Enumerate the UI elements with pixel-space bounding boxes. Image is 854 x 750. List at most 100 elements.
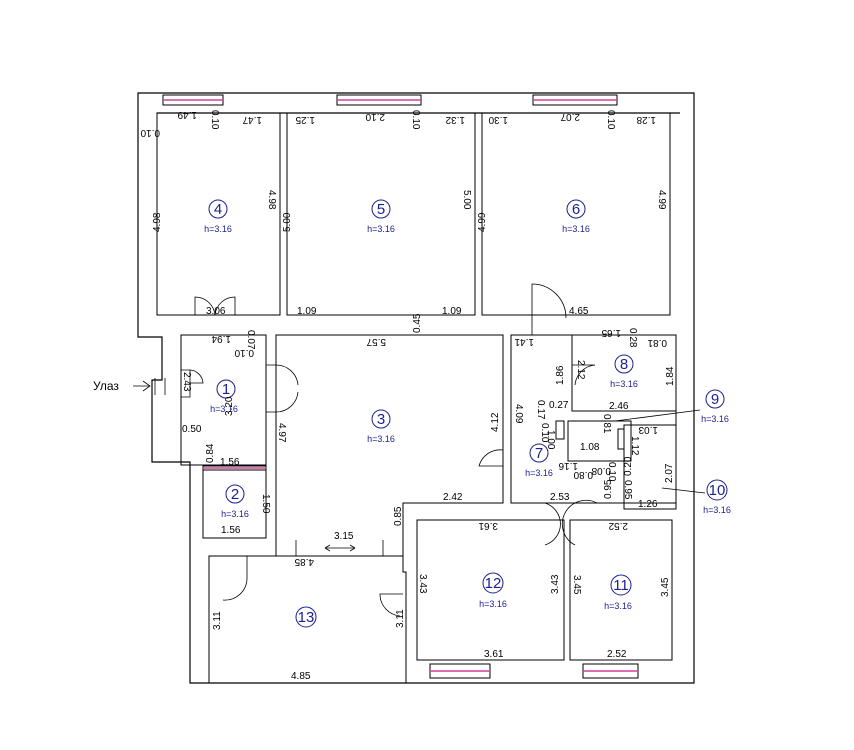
dim: 0.81 [601, 414, 612, 434]
svg-text:2: 2 [231, 486, 239, 503]
svg-text:12: 12 [485, 575, 502, 592]
svg-text:h=3.16: h=3.16 [204, 224, 232, 234]
room-11-label: 11 h=3.16 [604, 574, 632, 611]
dim: 3.11 [395, 609, 406, 628]
dim: 4.99 [477, 212, 488, 232]
room-7-label: 7h=3.16 [525, 443, 553, 478]
svg-text:h=3.16: h=3.16 [562, 224, 590, 234]
door-entrance [181, 369, 191, 398]
dim: 0.17 [535, 400, 546, 420]
dim: 0.28 [627, 328, 638, 348]
dim: 0.84 [205, 443, 216, 463]
door-hall [478, 449, 504, 467]
svg-text:9: 9 [711, 391, 719, 408]
room-4-label: 4h=3.16 [204, 199, 232, 234]
dim: 3.43 [417, 574, 428, 594]
dim: 1.03 [638, 424, 658, 435]
svg-text:1: 1 [222, 381, 230, 398]
dim: 3.11 [212, 611, 223, 630]
room-12-label: 12 h=3.16 [479, 572, 507, 609]
dim: 4.99 [656, 190, 667, 210]
dim: 2.12 [575, 360, 586, 380]
room-13-label: 13 [295, 606, 317, 628]
room-10-label: 10h=3.16 [703, 479, 731, 515]
dim: 3.45 [571, 575, 582, 595]
dim: 2.07 [664, 463, 675, 483]
dim: 0.10 [209, 110, 220, 130]
dim: 0.08 [591, 465, 611, 476]
dim: 0.50 [182, 424, 202, 435]
dim: 0.27 [549, 400, 569, 411]
room-6-label: 6 h=3.16 [562, 199, 590, 234]
dim: 1.94 [211, 333, 231, 344]
svg-text:8: 8 [620, 356, 628, 373]
dim: 0.85 [393, 506, 404, 526]
entrance-marker: Улаз [93, 378, 166, 395]
dim: 5.57 [366, 336, 386, 347]
dim: 4.85 [294, 556, 314, 567]
door-room-8 [572, 364, 596, 386]
dim: 0.45 [412, 313, 423, 333]
dim: 5.00 [461, 190, 472, 210]
door-room-11 [561, 499, 598, 546]
dim: 1.86 [555, 365, 566, 385]
svg-text:3: 3 [377, 411, 385, 428]
doors [181, 283, 706, 617]
dim: 3.61 [478, 520, 498, 531]
dimension-labels: 0.10 1.49 0.10 1.47 1.25 2.10 0.10 1.32 … [140, 109, 676, 682]
dim: 2.42 [443, 492, 463, 503]
door-room-6 [531, 283, 567, 335]
dim: 1.09 [442, 306, 462, 317]
svg-text:h=3.16: h=3.16 [221, 509, 249, 519]
svg-text:h=3.16: h=3.16 [604, 601, 632, 611]
entrance-label: Улаз [93, 379, 119, 393]
dim: 0.10 [605, 110, 616, 130]
dim: 4.09 [513, 404, 524, 424]
dim: 1.09 [297, 306, 317, 317]
dim: 1.56 [221, 525, 241, 536]
svg-text:h=3.16: h=3.16 [479, 599, 507, 609]
svg-text:h=3.16: h=3.16 [210, 404, 238, 414]
dim: 1.30 [488, 114, 508, 125]
door-room-3 [266, 364, 277, 413]
dim: 1.41 [514, 336, 534, 347]
dim: 3.15 [334, 531, 354, 542]
svg-text:6: 6 [572, 201, 580, 218]
dim: 3.45 [660, 577, 671, 597]
dim: 4.98 [266, 190, 277, 210]
room-8-label: 8 h=3.16 [610, 354, 638, 389]
dim: 0.95 [622, 480, 633, 500]
dim: 2.07 [560, 111, 580, 122]
room-2-label: 2 h=3.16 [221, 484, 249, 519]
dim: 1.12 [629, 436, 640, 456]
dim: 3.20 [224, 396, 235, 416]
dim: 4.98 [152, 212, 163, 232]
dim: 1.49 [177, 109, 197, 120]
dim: 0.07 [245, 330, 256, 350]
dim: 1.65 [601, 327, 621, 338]
svg-text:h=3.16: h=3.16 [525, 468, 553, 478]
dim: 2.52 [608, 520, 628, 531]
dim: 4.12 [490, 412, 501, 432]
svg-text:11: 11 [613, 577, 629, 594]
svg-text:13: 13 [298, 609, 315, 626]
windows [162, 94, 639, 679]
dim: 0.10 [606, 462, 617, 482]
dim: 1.25 [295, 114, 315, 125]
room-9-label: 9 h=3.16 [701, 389, 729, 424]
dim: 1.28 [636, 114, 656, 125]
dim: 0.81 [647, 337, 667, 348]
dim: 0.10 [410, 110, 421, 130]
dim: 0.20 [623, 456, 634, 476]
door-room-4 [194, 296, 216, 316]
room-walls [156, 112, 677, 684]
room-5-label: 5h=3.16 [367, 199, 395, 234]
svg-text:h=3.16: h=3.16 [701, 414, 729, 424]
dim: 4.65 [569, 306, 589, 317]
door-room-13-side [379, 593, 403, 617]
dim: 1.32 [445, 114, 465, 125]
dim: 1.84 [665, 366, 676, 386]
svg-text:h=3.16: h=3.16 [610, 379, 638, 389]
dim: 2.52 [607, 649, 627, 660]
